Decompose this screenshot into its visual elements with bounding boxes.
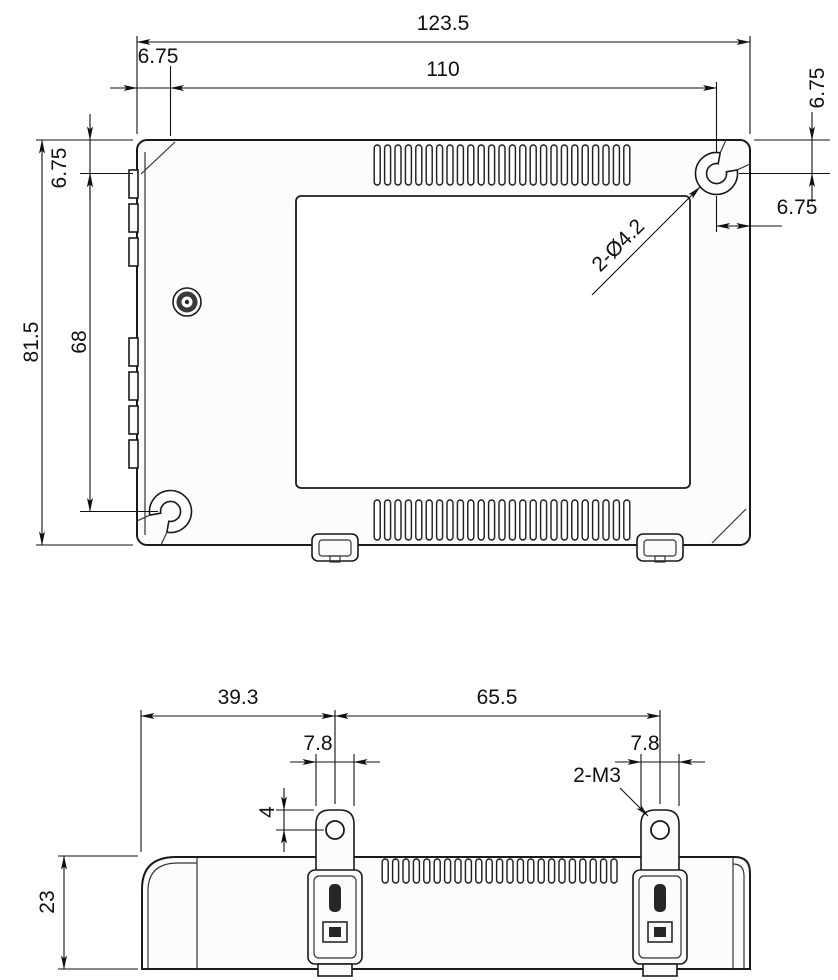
terminal-nub (128, 337, 139, 367)
mounting-clip-left (311, 533, 359, 563)
dim-offset-right-side-label: 6.75 (777, 196, 818, 219)
dim-bracket-width-right-label: 7.8 (630, 732, 659, 755)
dim-offset-right-top-label: 6.75 (806, 68, 829, 109)
ventilation-slots-side (380, 858, 619, 884)
callout-screws: 2-M3 (573, 764, 649, 817)
dim-overall-height: 81.5 (20, 139, 133, 546)
ventilation-slots-bottom (372, 499, 632, 541)
dim-offset-left: 6.75 (110, 45, 179, 91)
body-inner-contour-right (732, 863, 745, 969)
ventilation-slots-top (372, 144, 632, 186)
dim-ear-offset-label: 4 (256, 806, 279, 818)
terminal-nubs (128, 169, 139, 469)
slot-opening-line (736, 163, 751, 171)
dim-hole-span-vertical: 68 (68, 172, 158, 513)
dim-offset-top-left: 6.75 (48, 114, 93, 200)
terminal-nub (128, 439, 139, 469)
dim-span-left: 39.3 (140, 686, 336, 852)
bracket-ear (640, 809, 680, 874)
dim-span-brackets: 65.5 (334, 686, 661, 804)
dim-offset-left-label: 6.75 (138, 45, 179, 68)
dim-span-left-label: 39.3 (218, 686, 259, 709)
bracket-window-center (654, 927, 666, 937)
clip-notch (329, 555, 341, 563)
dim-offset-right-top: 6.75 (739, 68, 830, 202)
leader-line (591, 186, 701, 296)
dim-overall-height-label: 81.5 (20, 322, 43, 363)
corner-slot-top-right (694, 139, 751, 196)
side-view: 39.3 65.5 7.8 7.8 2-M3 (36, 686, 751, 977)
terminal-nub (128, 203, 139, 233)
dim-bracket-width-right: 7.8 (615, 732, 705, 806)
slot-opening-line (719, 139, 727, 154)
bracket-slot (654, 884, 666, 912)
leader-line (619, 787, 649, 817)
bracket-block-inner (313, 875, 357, 959)
mounting-bracket-right (632, 809, 688, 977)
mounting-bracket-left (307, 809, 363, 977)
dim-body-height-label: 23 (36, 890, 59, 913)
dim-offset-top-left-label: 6.75 (48, 148, 71, 189)
corner-slot-bottom-left (136, 489, 193, 546)
corner-slot-shape (148, 489, 193, 534)
bracket-block-inner (638, 875, 682, 959)
dim-body-height: 23 (36, 855, 138, 970)
clip-outer (311, 533, 359, 562)
top-view: 123.5 6.75 110 6.75 6.75 (20, 12, 830, 563)
terminal-nub (128, 237, 139, 267)
corner-chamfer-bottom-right (711, 508, 747, 544)
adjustment-hole-center (184, 299, 190, 305)
corner-slot-shape (694, 151, 739, 196)
bracket-foot (642, 963, 678, 977)
clip-outer (636, 533, 684, 562)
bracket-ear-hole (325, 820, 345, 840)
dim-hole-span-label: 110 (426, 58, 459, 81)
body-outline (141, 856, 751, 970)
bracket-window-center (329, 927, 341, 937)
terminal-nub (128, 405, 139, 435)
slot-opening-line (136, 514, 151, 522)
dim-offset-right-side: 6.75 (715, 196, 818, 232)
bracket-ear-hole (650, 820, 670, 840)
label-area (295, 195, 691, 489)
adjustment-hole (172, 287, 202, 317)
body-inner-contour-left (147, 862, 197, 969)
dim-ear-offset: 4 (256, 788, 324, 852)
bracket-foot (317, 963, 353, 977)
slot-opening-line (160, 531, 168, 546)
clip-notch (654, 555, 666, 563)
callout-screws-label: 2-M3 (573, 764, 621, 787)
bracket-ear (315, 809, 355, 874)
terminal-nub (128, 169, 139, 199)
dim-hole-span-vertical-label: 68 (68, 330, 91, 353)
corner-chamfer-top-left (140, 141, 176, 175)
dim-span-brackets-label: 65.5 (477, 686, 518, 709)
bracket-slot (329, 884, 341, 912)
dim-hole-span: 110 (169, 58, 718, 152)
terminal-nub (128, 371, 139, 401)
mounting-clip-right (636, 533, 684, 563)
dim-overall-width-label: 123.5 (417, 12, 470, 35)
dim-bracket-width-left-label: 7.8 (303, 732, 332, 755)
dim-bracket-width-left: 7.8 (290, 732, 380, 806)
